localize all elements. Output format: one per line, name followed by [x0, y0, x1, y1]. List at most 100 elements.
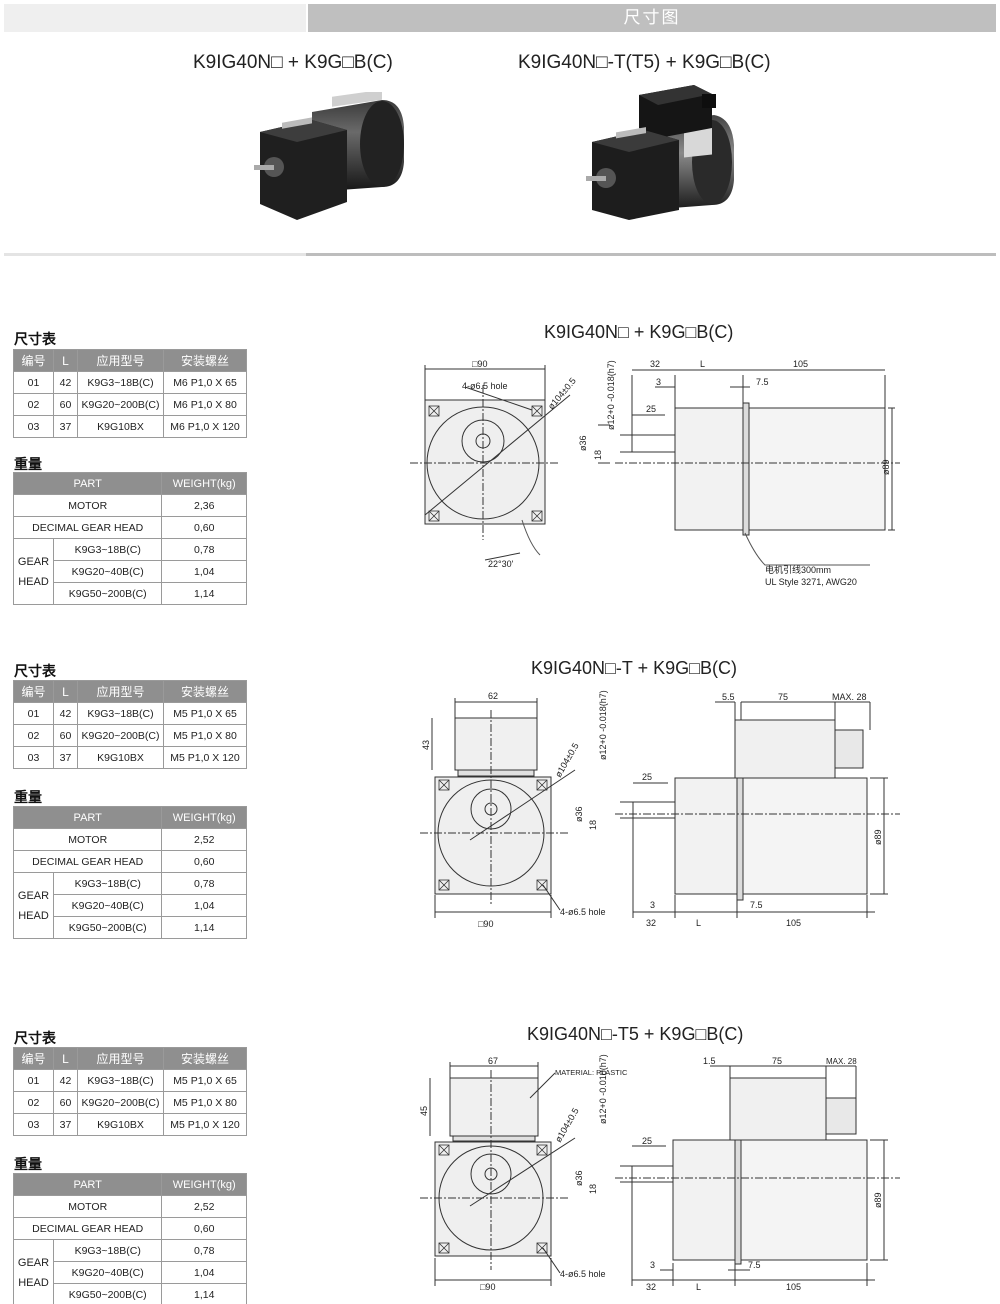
dim-label: 25	[646, 404, 656, 414]
dim-label: ø36	[578, 435, 588, 451]
col-header: PART	[12, 806, 163, 829]
col-header: WEIGHT(kg)	[161, 472, 247, 495]
dim-label: ø89	[881, 459, 891, 475]
col-header: WEIGHT(kg)	[161, 1173, 247, 1196]
top-model-title-1: K9IG40N□ + K9G□B(C)	[193, 52, 393, 73]
dim-label: ø12+0 -0.018(h7)	[598, 690, 608, 760]
banner-left-bar	[4, 4, 306, 32]
dim-label: 75	[772, 1056, 782, 1066]
col-header: WEIGHT(kg)	[161, 806, 247, 829]
separator-left	[4, 253, 306, 256]
banner-right-bar	[308, 4, 996, 32]
dim-label: 18	[593, 450, 603, 460]
header-banner: 尺寸图	[4, 4, 996, 32]
dim-label: 62	[488, 691, 498, 701]
dim-label: □90	[472, 359, 487, 369]
dim-label: ø89	[873, 829, 883, 845]
dim-label: 43	[421, 740, 431, 750]
drawing-title-1: K9IG40N□ + K9G□B(C)	[544, 322, 734, 342]
dim-label: ø36	[574, 1170, 584, 1186]
top-model-title-2: K9IG40N□-T(T5) + K9G□B(C)	[518, 52, 771, 73]
dim-label: 18	[588, 820, 598, 830]
col-header: L	[53, 1047, 78, 1070]
motor-photo-terminal-box	[586, 85, 734, 220]
dim-label: 1.5	[703, 1056, 716, 1066]
dim-label: ø36	[574, 806, 584, 822]
dim-table-label-3: 尺寸表	[14, 1030, 56, 1046]
motor-photo-standard	[254, 92, 404, 220]
col-header: L	[53, 349, 78, 372]
table-row: K9G20~40B(C)1,04	[14, 1261, 247, 1284]
dim-label: 32	[646, 918, 656, 928]
dim-label: 18	[588, 1184, 598, 1194]
dim-label: 5.5	[722, 692, 735, 702]
table-row: K9G20~40B(C)1,04	[14, 894, 247, 917]
dim-label: ø104±0.5	[553, 741, 581, 779]
table-row: K9G50~200B(C)1,14	[14, 916, 247, 939]
weight-label-1: 重量	[14, 456, 42, 472]
col-header: 安装螺丝	[163, 680, 247, 703]
dim-label: 67	[488, 1056, 498, 1066]
dim-label: ø89	[873, 1192, 883, 1208]
col-header: 编号	[13, 680, 54, 703]
dim-label: 4-ø6.5 hole	[462, 381, 508, 391]
dim-label: ø104±0.5	[553, 1106, 581, 1144]
weight-label-3: 重量	[14, 1156, 42, 1172]
dim-label: MAX. 28	[832, 692, 867, 702]
dim-label: 22°30'	[488, 559, 514, 569]
dim-label: 32	[646, 1282, 656, 1292]
separator-right	[306, 253, 996, 256]
dim-label: ø104±0.5	[546, 376, 578, 412]
dim-label: ø12+0 -0.018(h7)	[606, 360, 616, 430]
dimension-drawing-3: 67 45 MATERIAL: PLASTIC ø104±0.5 ø12+0 -…	[419, 1054, 900, 1292]
dim-label: 75	[778, 692, 788, 702]
page-title: 尺寸图	[623, 8, 681, 27]
table-row: K9G50~200B(C)1,14	[14, 1283, 247, 1304]
col-header: 应用型号	[77, 1047, 164, 1070]
weight-label-2: 重量	[14, 789, 42, 805]
col-header: 安装螺丝	[163, 1047, 247, 1070]
drawing-title-2: K9IG40N□-T + K9G□B(C)	[531, 658, 737, 678]
dim-label: MATERIAL: PLASTIC	[555, 1068, 628, 1077]
dim-label: 3	[650, 900, 655, 910]
dim-label: ø12+0 -0.018(h7)	[598, 1054, 608, 1124]
dim-label: 7.5	[748, 1260, 761, 1270]
dim-table-label-2: 尺寸表	[14, 663, 56, 679]
col-header: PART	[12, 472, 163, 495]
dim-label: 105	[786, 1282, 801, 1292]
col-header: PART	[12, 1173, 163, 1196]
dimension-drawing-1: □90 4-ø6.5 hole ø104±0.5 22°30' 32 L 105…	[410, 359, 900, 587]
dim-label: 4-ø6.5 hole	[560, 907, 606, 917]
col-header: L	[53, 680, 78, 703]
dim-label: 32	[650, 359, 660, 369]
dim-label: 7.5	[750, 900, 763, 910]
col-header: 编号	[13, 1047, 54, 1070]
dim-label: L	[696, 918, 701, 928]
dim-label: 25	[642, 772, 652, 782]
dim-label: MAX. 28	[826, 1057, 857, 1066]
dim-label: 7.5	[756, 377, 769, 387]
dim-label: 25	[642, 1136, 652, 1146]
